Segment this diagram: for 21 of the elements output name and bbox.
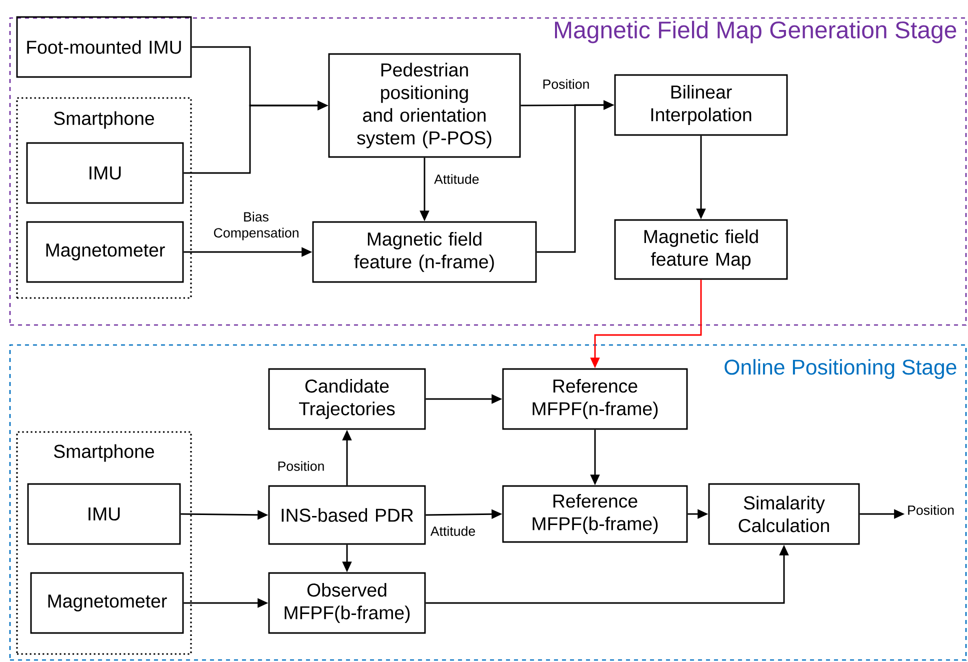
process-box: Bilinear Interpolation [614, 74, 788, 136]
process-box: IMU [26, 142, 184, 204]
process-box: Observed MFPF(b-frame) [268, 572, 426, 634]
process-box: Magnetometer [26, 221, 184, 283]
edge-label: Position [906, 504, 956, 516]
process-box: Reference MFPF(n-frame) [502, 368, 688, 430]
process-box: Magnetic field feature (n-frame) [312, 221, 537, 283]
edge-label: Position [540, 78, 592, 90]
process-box: Magnetometer [30, 572, 184, 634]
process-box: Pedestrian positioning and orientation system (P-POS) [328, 53, 521, 158]
edge-label: Bias Compensation [212, 210, 300, 242]
process-box: Reference MFPF(b-frame) [502, 485, 688, 543]
process-box: Foot-mounted IMU [16, 16, 192, 78]
process-box: Simalarity Calculation [708, 483, 860, 545]
process-box: INS-based PDR [268, 485, 426, 545]
edge-label: Attitude [432, 172, 481, 186]
process-box: IMU [27, 483, 181, 545]
process-box: Candidate Trajectories [268, 368, 426, 430]
edge-label: Attitude [429, 524, 477, 538]
edge-label: Position [276, 460, 326, 472]
process-box: Magnetic field feature Map [614, 219, 788, 280]
